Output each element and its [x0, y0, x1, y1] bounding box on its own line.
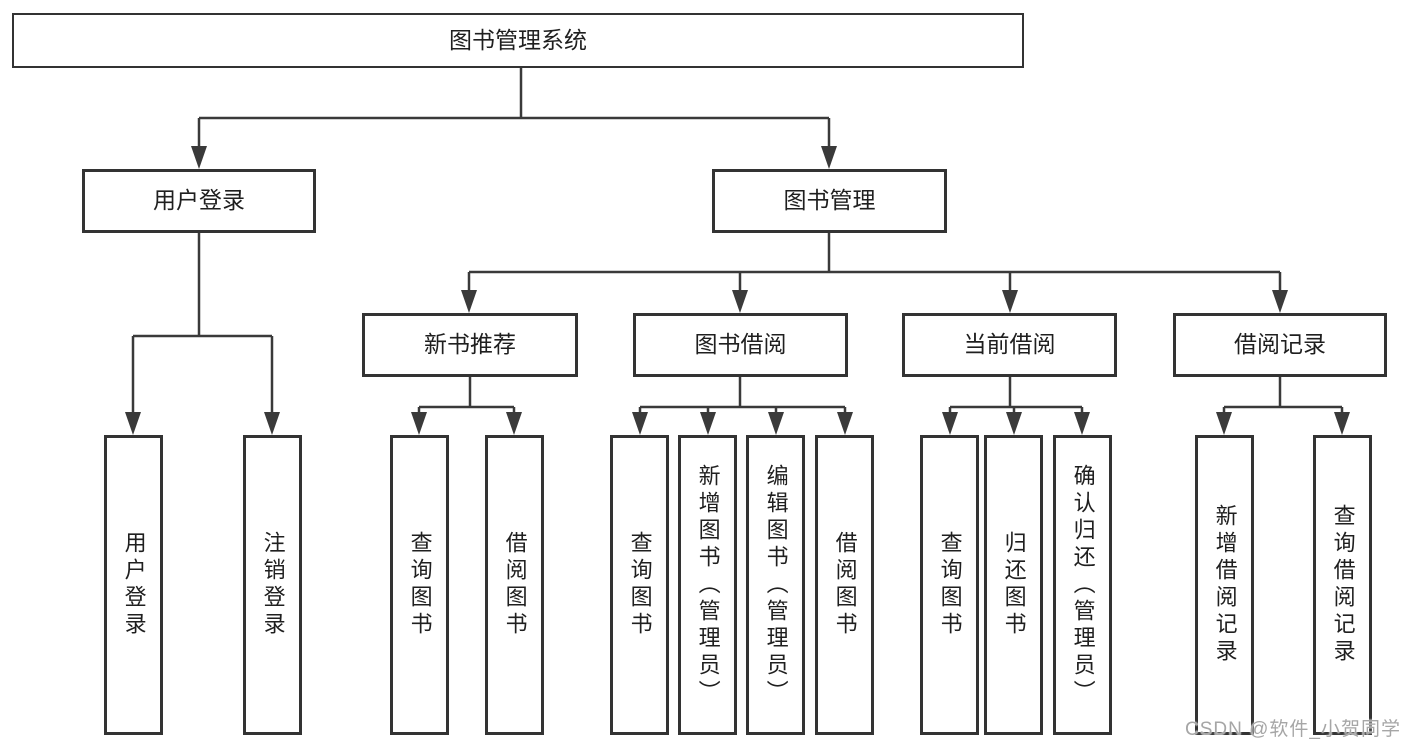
leaf-edit-books-admin: 编辑图书（管理员）: [746, 435, 805, 735]
node-book-management: 图书管理: [712, 169, 947, 233]
node-borrowing-records: 借阅记录: [1173, 313, 1387, 377]
leaf-borrow-books-borrowing: 借阅图书: [815, 435, 874, 735]
node-user-login: 用户登录: [82, 169, 316, 233]
node-book-borrowing: 图书借阅: [633, 313, 848, 377]
arrowheads: [125, 146, 1350, 435]
leaf-return-books: 归还图书: [984, 435, 1043, 735]
csdn-watermark: CSDN @软件_小贺同学: [1185, 719, 1401, 740]
leaf-query-books-current: 查询图书: [920, 435, 979, 735]
leaf-query-books-borrowing: 查询图书: [610, 435, 669, 735]
leaf-query-books-recommend: 查询图书: [390, 435, 449, 735]
leaf-query-borrow-record: 查询借阅记录: [1313, 435, 1372, 735]
leaf-add-books-admin: 新增图书（管理员）: [678, 435, 737, 735]
leaf-confirm-return-admin: 确认归还（管理员）: [1053, 435, 1112, 735]
leaf-add-borrow-record: 新增借阅记录: [1195, 435, 1254, 735]
node-new-book-recommend: 新书推荐: [362, 313, 578, 377]
leaf-logout: 注销登录: [243, 435, 302, 735]
node-current-borrowing: 当前借阅: [902, 313, 1117, 377]
node-root-system: 图书管理系统: [12, 13, 1024, 68]
leaf-borrow-books-recommend: 借阅图书: [485, 435, 544, 735]
leaf-user-login: 用户登录: [104, 435, 163, 735]
